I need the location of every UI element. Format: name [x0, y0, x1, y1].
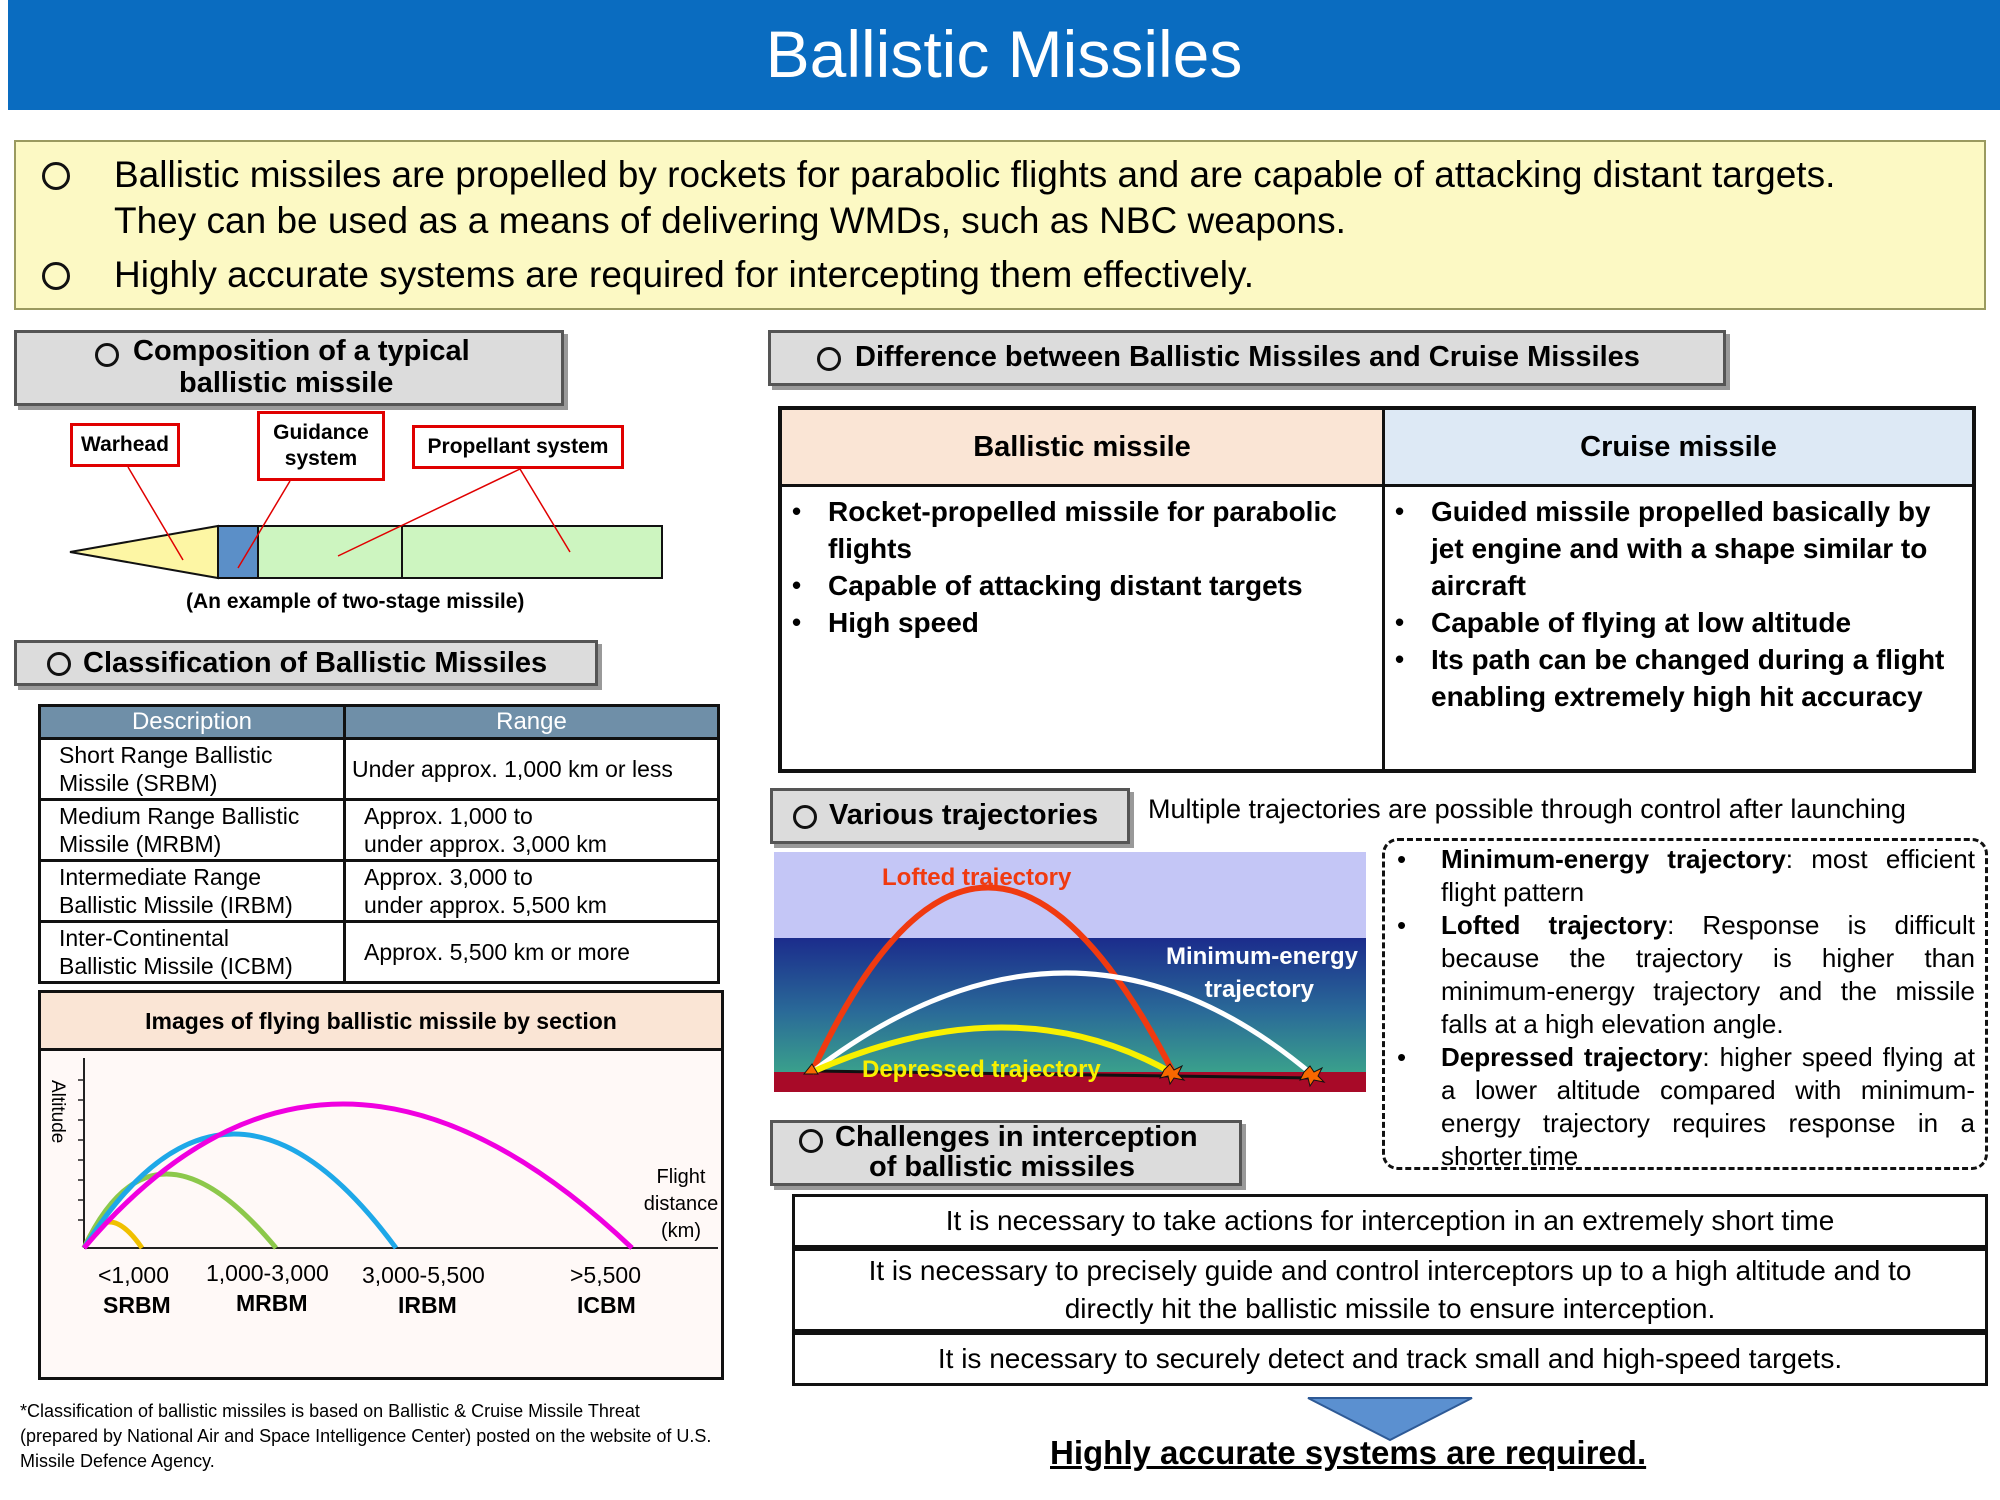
circle-bullet-icon: [793, 805, 817, 829]
cruise-points: Guided missile propelled basically by je…: [1382, 484, 1976, 773]
page-title: Ballistic Missiles: [8, 0, 2000, 110]
lofted-trajectory-label: Lofted trajectory: [882, 864, 1072, 891]
down-arrow-icon: [1307, 1397, 1473, 1442]
list-item: Minimum-energy trajectory: most efficien…: [1395, 843, 1975, 909]
missile-diagram: [69, 466, 663, 580]
icbm-name-label: ICBM: [577, 1292, 636, 1318]
difference-heading: Difference between Ballistic Missiles an…: [768, 330, 1726, 386]
column-header: Range: [343, 704, 720, 740]
second-stage: [401, 525, 663, 579]
composition-heading: Composition of a typical ballistic missi…: [14, 330, 564, 406]
challenge-item: It is necessary to securely detect and t…: [792, 1332, 1988, 1386]
guidance-system-label: Guidance system: [257, 411, 385, 481]
circle-bullet-icon: [95, 343, 119, 367]
circle-bullet-icon: [799, 1129, 823, 1153]
column-header: Description: [38, 704, 346, 740]
depressed-trajectory-label: Depressed trajectory: [862, 1056, 1101, 1083]
circle-bullet-icon: [817, 347, 841, 371]
icbm-arc: [82, 1101, 634, 1250]
mrbm-name-label: MRBM: [236, 1290, 308, 1316]
footnote: *Classification of ballistic missiles is…: [20, 1401, 712, 1471]
propellant-system-label: Propellant system: [412, 425, 624, 469]
irbm-arc: [81, 1131, 399, 1250]
circle-bullet-icon: [47, 652, 71, 676]
minimum-energy-trajectory-line: [810, 970, 1316, 1078]
warhead-cone: [69, 524, 219, 580]
first-stage: [257, 525, 403, 579]
ballistic-points: Rocket-propelled missile for parabolic f…: [778, 484, 1385, 773]
ballistic-missile-header: Ballistic missile: [778, 406, 1385, 487]
classification-heading: Classification of Ballistic Missiles: [14, 640, 598, 686]
list-item: Lofted trajectory: Response is difficult…: [1395, 909, 1975, 1041]
minimum-energy-trajectory-label: Minimum-energy trajectory: [1165, 943, 1358, 1003]
flight-images-heading: Images of flying ballistic missile by se…: [41, 993, 721, 1051]
mrbm-arc: [81, 1171, 278, 1250]
mrbm-range-label: 1,000-3,000: [206, 1260, 329, 1286]
srbm-name-label: SRBM: [103, 1292, 171, 1318]
list-item: Rocket-propelled missile for parabolic f…: [790, 493, 1374, 567]
challenge-item: It is necessary to take actions for inte…: [792, 1194, 1988, 1248]
srbm-range-label: <1,000: [98, 1262, 169, 1288]
intro-box: Ballistic missiles are propelled by rock…: [14, 140, 1986, 310]
intro-line-3: Highly accurate systems are required for…: [114, 254, 1254, 295]
launch-icon: [802, 1063, 819, 1075]
cruise-missile-header: Cruise missile: [1382, 406, 1976, 487]
warhead-label: Warhead: [70, 423, 180, 467]
flight-images-panel: Images of flying ballistic missile by se…: [38, 990, 724, 1380]
table-header-row: Description Range: [38, 704, 720, 740]
composition-caption: (An example of two-stage missile): [186, 590, 525, 613]
list-item: High speed: [790, 604, 1374, 641]
list-item: Capable of attacking distant targets: [790, 567, 1374, 604]
explosion-icon: [1159, 1063, 1186, 1086]
explosion-icon: [1299, 1065, 1326, 1088]
irbm-range-label: 3,000-5,500: [362, 1262, 485, 1288]
altitude-label: Altitude: [47, 1080, 68, 1144]
circle-bullet-icon: [42, 162, 70, 190]
comparison-table: Ballistic missile Cruise missile Rocket-…: [778, 406, 1976, 773]
circle-bullet-icon: [42, 262, 70, 290]
trajectory-details-box: Minimum-energy trajectory: most efficien…: [1382, 838, 1988, 1173]
list-item: Capable of flying at low altitude: [1393, 604, 1964, 641]
trajectories-heading: Various trajectories: [770, 788, 1130, 844]
trajectory-illustration: [774, 852, 1366, 1092]
flight-trajectories-chart: [78, 1058, 718, 1250]
list-item: Its path can be changed during a flight …: [1393, 641, 1964, 715]
conclusion-text: Highly accurate systems are required.: [1050, 1434, 1647, 1471]
irbm-name-label: IRBM: [398, 1292, 457, 1318]
lofted-trajectory-line: [809, 884, 1177, 1076]
list-item: Depressed trajectory: higher speed flyin…: [1395, 1041, 1975, 1173]
challenge-item: It is necessary to precisely guide and c…: [792, 1248, 1988, 1332]
trajectories-note: Multiple trajectories are possible throu…: [1148, 794, 1906, 824]
intro-line-1: Ballistic missiles are propelled by rock…: [114, 154, 1836, 195]
guidance-section: [217, 525, 259, 579]
icbm-range-label: >5,500: [570, 1262, 641, 1288]
distance-label: Flight distance (km): [643, 1166, 719, 1242]
depressed-trajectory-line: [810, 1024, 1176, 1077]
challenges-heading: Challenges in interception of ballistic …: [770, 1120, 1242, 1186]
intro-line-2: They can be used as a means of deliverin…: [114, 200, 1346, 241]
list-item: Guided missile propelled basically by je…: [1393, 493, 1964, 604]
